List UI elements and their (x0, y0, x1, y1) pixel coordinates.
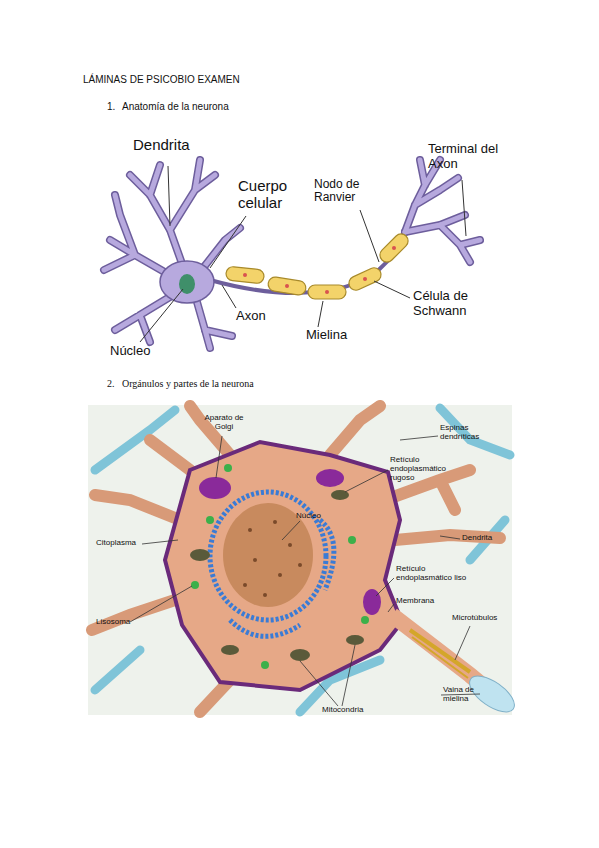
section-heading: Anatomía de la neurona (122, 101, 229, 112)
organelle-label: Membrana (396, 597, 434, 606)
page-title: LÁMINAS DE PSICOBIO EXAMEN (83, 74, 240, 85)
organelle-label: Vaina de mielina (443, 686, 485, 704)
organelle-label: Espinas dendríticas (440, 424, 496, 442)
list-number: 2. (107, 378, 115, 389)
organelle-label: Aparato de Golgi (202, 414, 246, 432)
part-label: Nodo de Ranvier (314, 178, 376, 205)
organelle-drawing (88, 405, 520, 719)
organelle-label: Mitocondria (322, 706, 363, 715)
organelle-label: Retículo endoplasmático rugoso (390, 456, 462, 483)
part-label: Terminal del Axon (428, 142, 510, 171)
organelle-label: Lisosoma (96, 618, 130, 627)
part-label: Cuerpo celular (238, 178, 302, 212)
section-heading: Orgánulos y partes de la neurona (122, 378, 254, 389)
list-number: 1. (107, 101, 115, 112)
part-label: Axon (236, 309, 266, 324)
organelle-label: Núcleo (296, 512, 321, 521)
organelle-label: Citoplasma (96, 539, 136, 548)
part-label: Mielina (306, 328, 347, 343)
part-label: Dendrita (133, 137, 190, 154)
organelle-label: Retículo endoplasmático liso (396, 565, 478, 583)
part-label: Núcleo (110, 344, 150, 359)
organelle-label: Microtúbulos (452, 614, 497, 623)
part-label: Célula de Schwann (413, 289, 485, 318)
neuron-drawing (104, 160, 480, 348)
organelle-label: Dendrita (462, 534, 492, 543)
